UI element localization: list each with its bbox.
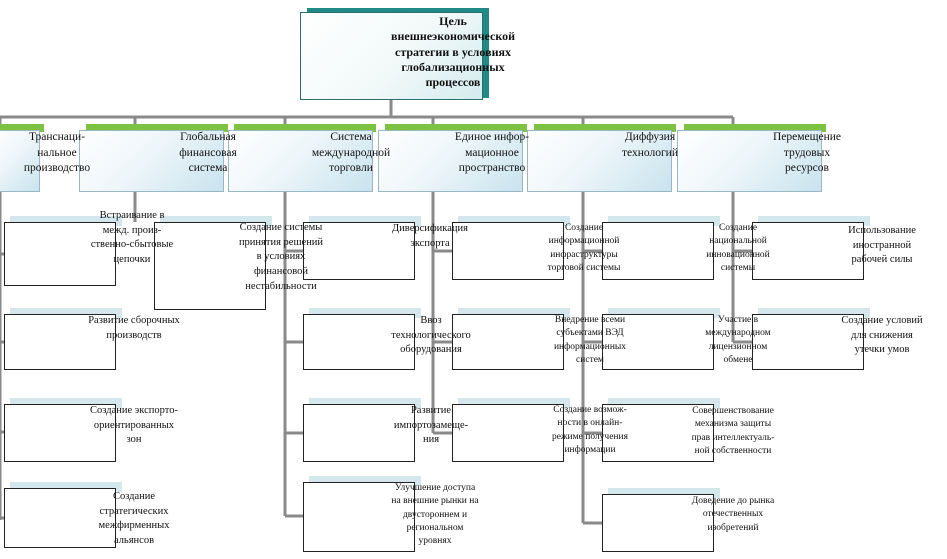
category-box-finance [79, 130, 224, 192]
leaf-box-c1-4 [4, 488, 116, 548]
leaf-accent-c5-3 [608, 398, 720, 408]
category-box-info-space [378, 130, 523, 192]
cat-accent-1 [0, 124, 44, 132]
leaf-box-c3-3 [303, 404, 415, 462]
root-accent-side [479, 8, 489, 98]
cat-accent-6 [684, 124, 826, 132]
leaf-accent-c1-3 [10, 398, 122, 408]
leaf-accent-c4-1 [458, 216, 570, 226]
leaf-box-c4-2 [452, 314, 564, 370]
leaf-box-c5-3 [602, 404, 714, 462]
cat-accent-3 [234, 124, 376, 132]
leaf-box-c6-1 [752, 222, 864, 280]
leaf-box-c3-2 [303, 314, 415, 370]
leaf-box-c4-1 [452, 222, 564, 280]
leaf-accent-c5-2 [608, 308, 720, 318]
root-goal-box [300, 12, 483, 100]
leaf-accent-c5-4 [608, 488, 720, 498]
leaf-box-c5-4 [602, 494, 714, 552]
leaf-box-c1-2 [4, 314, 116, 370]
leaf-accent-c3-1 [309, 216, 421, 226]
leaf-accent-c6-2 [758, 308, 870, 318]
leaf-box-c4-3 [452, 404, 564, 462]
leaf-accent-c6-1 [758, 216, 870, 226]
cat-accent-4 [385, 124, 527, 132]
leaf-box-c3-1 [303, 222, 415, 280]
cat-accent-5 [534, 124, 676, 132]
leaf-accent-c3-2 [309, 308, 421, 318]
leaf-box-c5-1 [602, 222, 714, 280]
category-box-transnational [0, 130, 40, 192]
leaf-accent-c4-2 [458, 308, 570, 318]
leaf-box-c2-1 [154, 222, 266, 310]
leaf-box-c5-2 [602, 314, 714, 370]
leaf-accent-c3-4 [309, 476, 421, 486]
leaf-box-c1-1 [4, 222, 116, 286]
leaf-accent-c4-3 [458, 398, 570, 408]
leaf-box-c1-3 [4, 404, 116, 462]
leaf-accent-c1-4 [10, 482, 122, 492]
leaf-accent-c5-1 [608, 216, 720, 226]
category-box-trade [228, 130, 373, 192]
category-box-tech-diffusion [527, 130, 672, 192]
cat-accent-2 [86, 124, 228, 132]
leaf-accent-c2-1 [160, 216, 272, 226]
leaf-box-c6-2 [752, 314, 864, 370]
leaf-accent-c1-2 [10, 308, 122, 318]
category-box-labor [677, 130, 822, 192]
leaf-box-c3-4 [303, 482, 415, 552]
leaf-accent-c1-1 [10, 216, 122, 226]
leaf-accent-c3-3 [309, 398, 421, 408]
